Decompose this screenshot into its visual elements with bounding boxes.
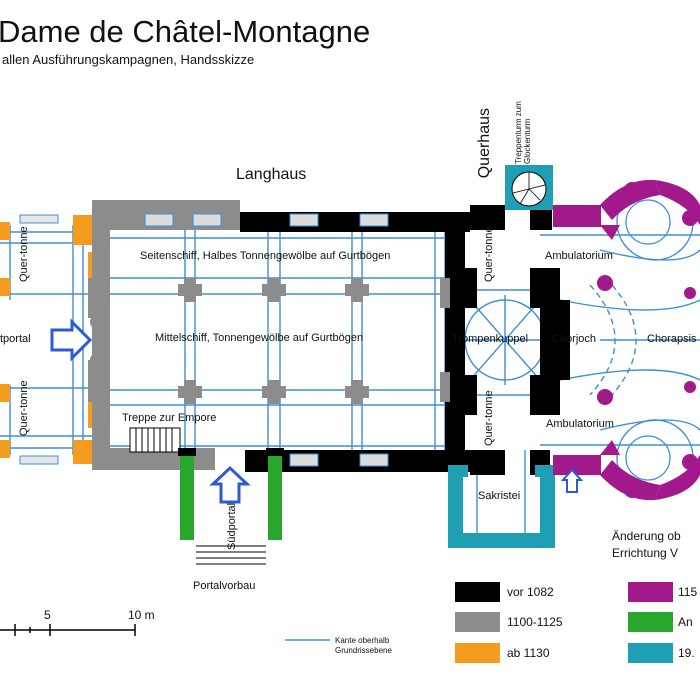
swatch-vor-1082 — [455, 582, 500, 602]
swatch-1100-1125 — [455, 612, 500, 632]
label-portalvorbau: Portalvorbau — [193, 580, 256, 592]
choir-chapels — [625, 199, 671, 481]
page-subtitle: allen Ausführungskampagnen, Handsskizze — [2, 52, 255, 67]
legend-label-1100-1125: 1100-1125 — [507, 615, 563, 629]
label-querhaus: Querhaus — [476, 108, 493, 179]
label-westportal: tportal — [0, 333, 31, 345]
legend-label-an: An — [678, 615, 693, 629]
swatch-ab-1130 — [455, 643, 500, 663]
label-kante: Kante oberhalb Grundrissebene — [335, 636, 392, 655]
legend-label-115: 115 — [678, 585, 698, 599]
legend-label-ab-1130: ab 1130 — [507, 646, 550, 660]
west-portal-arrow — [50, 318, 93, 362]
swatch-19 — [628, 643, 673, 663]
label-chorjoch: Chorjoch — [552, 333, 597, 345]
label-treppenturm: Treppenturm zum Glockenturm — [514, 101, 532, 164]
label-chorapsis: Chorapsis — [647, 333, 697, 345]
portal-porch — [178, 448, 284, 565]
swatch-an — [628, 612, 673, 632]
nave-grey-walls — [88, 200, 240, 470]
legend-label-vor-1082: vor 1082 — [507, 585, 554, 599]
label-mittelschiff: Mittelschiff, Tonnengewölbe auf Gurtböge… — [155, 332, 364, 344]
label-ambulatorium-south: Ambulatorium — [546, 418, 614, 430]
label-quertonne-west-north: Quer-tonne — [18, 226, 30, 282]
label-langhaus: Langhaus — [236, 166, 307, 183]
nave-piers — [178, 278, 450, 404]
label-suedportal: Südportal — [226, 502, 238, 550]
label-seitenschiff: Seitenschiff, Halbes Tonnengewölbe auf G… — [140, 250, 391, 262]
stair-tower — [505, 165, 553, 210]
side-arrow — [560, 468, 584, 493]
label-quertonne-west-south: Quer-tonne — [18, 380, 30, 436]
label-ambulatorium-north: Ambulatorium — [545, 250, 613, 262]
legend-swatches — [455, 582, 673, 663]
label-sakristei: Sakristei — [478, 490, 521, 502]
legend-heading: Änderung ob Errichtung V — [612, 529, 681, 560]
portal-arrows — [50, 318, 584, 504]
label-treppe: Treppe zur Empore — [122, 412, 217, 424]
page-title: Dame de Châtel-Montagne — [0, 14, 371, 49]
staircase — [129, 427, 181, 453]
legend-label-19: 19. — [678, 646, 695, 660]
sakristei-walls — [448, 465, 555, 548]
scale-tick-10m: 10 m — [128, 608, 155, 622]
south-portal-arrow — [209, 465, 251, 504]
swatch-115 — [628, 582, 673, 602]
choir-purple — [553, 179, 700, 501]
scale-bar — [0, 624, 136, 636]
wall-windows — [144, 213, 389, 467]
scale-tick-5: 5 — [44, 608, 51, 622]
label-trompenkuppel: Trompenkuppel — [452, 333, 529, 345]
label-quertonne-north: Quer-tonne — [483, 226, 495, 282]
label-quertonne-south: Quer-tonne — [483, 390, 495, 446]
